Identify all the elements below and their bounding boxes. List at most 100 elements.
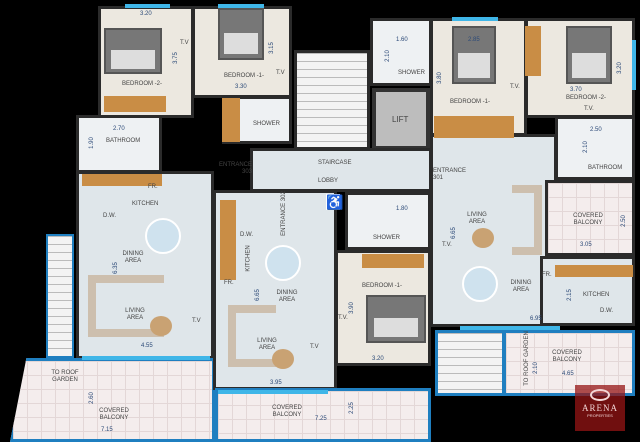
bathroom-301 xyxy=(555,116,635,180)
dimension: 6.65 xyxy=(450,227,457,239)
dimension: 1.60 xyxy=(396,37,408,43)
wardrobe xyxy=(434,116,514,138)
dimension: 4.55 xyxy=(141,343,153,349)
dimension: 3.05 xyxy=(580,242,592,248)
roof-label: TO ROOF GARDEN xyxy=(51,370,79,383)
room-label: DINING AREA xyxy=(276,290,298,303)
dishwasher-label: D.W. xyxy=(103,213,116,219)
room-label: BEDROOM -1- xyxy=(362,283,403,289)
room-label: BEDROOM -1- xyxy=(450,99,491,105)
wardrobe xyxy=(525,26,541,76)
dishwasher-label: D.W. xyxy=(240,232,253,238)
dimension: 2.10 xyxy=(532,362,539,374)
dimension: 4.65 xyxy=(562,371,574,377)
room-label: SHOWER xyxy=(373,235,400,241)
dimension: 3.20 xyxy=(372,356,384,362)
fridge-label: FR. xyxy=(542,272,552,278)
tv-label: T.V xyxy=(180,40,189,46)
dimension: 7.15 xyxy=(101,427,113,433)
dimension: 2.10 xyxy=(582,141,589,153)
dimension: 3.75 xyxy=(172,52,179,64)
entrance-label: ENTRANCE 303 xyxy=(218,162,252,175)
tv-label: T.V. xyxy=(338,315,348,321)
window xyxy=(125,4,170,8)
kitchen-counter xyxy=(555,265,633,277)
dimension: 2.50 xyxy=(590,127,602,133)
sofa xyxy=(512,185,542,255)
tv-label: T.V. xyxy=(510,84,520,90)
lift-label: LIFT xyxy=(392,115,409,124)
window xyxy=(632,40,636,90)
tv-label: T.V xyxy=(310,344,319,350)
coffee-table xyxy=(272,349,294,369)
tv-label: T.V xyxy=(192,318,201,324)
sofa xyxy=(228,305,276,367)
dimension: 2.10 xyxy=(384,50,391,62)
room-label: KITCHEN xyxy=(583,292,610,298)
dimension: 2.25 xyxy=(348,402,355,414)
bed xyxy=(218,8,264,60)
roof-stairs-301 xyxy=(435,330,505,396)
dimension: 1.80 xyxy=(396,206,408,212)
staircase xyxy=(294,50,370,150)
bathroom-303 xyxy=(76,115,162,173)
logo-name: ARENA xyxy=(582,403,618,413)
balcony-302 xyxy=(215,388,431,442)
bed xyxy=(366,295,426,343)
dimension: 3.80 xyxy=(436,72,443,84)
lobby xyxy=(250,148,432,192)
dining-table xyxy=(462,266,498,302)
room-label: LIVING AREA xyxy=(257,338,277,351)
shower-302 xyxy=(345,192,431,250)
room-label: SHOWER xyxy=(253,121,280,127)
lobby-label: LOBBY xyxy=(318,178,339,184)
roof-stairs-303 xyxy=(46,234,74,358)
tv-label: T.V. xyxy=(442,242,452,248)
dimension: 3.30 xyxy=(235,84,247,90)
dimension: 2.70 xyxy=(113,126,125,132)
room-label: BEDROOM -2- xyxy=(566,95,607,101)
dimension: 3.20 xyxy=(616,62,623,74)
balcony-label: COVERED BALCONY xyxy=(99,408,129,421)
tv-label: T.V. xyxy=(584,106,594,112)
kitchen-counter xyxy=(220,200,236,280)
balcony-label: COVERED BALCONY xyxy=(573,213,603,226)
roof-label: TO ROOF GARDEN xyxy=(523,331,530,386)
wardrobe xyxy=(362,254,424,268)
window xyxy=(452,17,498,21)
entrance-label: ENTRANCE 301 xyxy=(433,168,467,181)
dimension: 2.50 xyxy=(620,215,627,227)
coffee-table xyxy=(150,316,172,336)
room-label: LIVING AREA xyxy=(467,212,487,225)
room-label: DINING AREA xyxy=(510,280,532,293)
dimension: 3.95 xyxy=(270,380,282,386)
dimension: 6.95 xyxy=(530,316,542,322)
side-balcony-301 xyxy=(545,180,635,256)
room-label: KITCHEN xyxy=(245,245,252,272)
window xyxy=(82,356,210,360)
logo-mark-icon xyxy=(590,389,610,401)
tv-label: T.V xyxy=(276,70,285,76)
bed xyxy=(104,28,162,74)
dining-table xyxy=(145,218,181,254)
room-label: DINING AREA xyxy=(122,251,144,264)
wheelchair-icon: ♿ xyxy=(326,194,344,210)
dimension: 3.20 xyxy=(140,11,152,17)
room-label: LIVING AREA xyxy=(125,308,145,321)
dishwasher-label: D.W. xyxy=(600,308,613,314)
balcony-label: COVERED BALCONY xyxy=(552,350,582,363)
dining-table xyxy=(265,245,301,281)
dimension: 3.90 xyxy=(348,302,355,314)
staircase-label: STAIRCASE xyxy=(318,160,352,166)
window xyxy=(460,326,560,330)
dimension: 7.25 xyxy=(315,416,327,422)
window xyxy=(218,390,328,394)
fridge-label: FR. xyxy=(148,184,158,190)
dimension: 3.15 xyxy=(268,42,275,54)
room-label: SHOWER xyxy=(398,70,425,76)
room-label: BATHROOM xyxy=(588,165,623,171)
kitchen-counter xyxy=(82,174,162,186)
window xyxy=(218,4,264,8)
sofa xyxy=(88,275,164,337)
living-303 xyxy=(76,171,214,359)
